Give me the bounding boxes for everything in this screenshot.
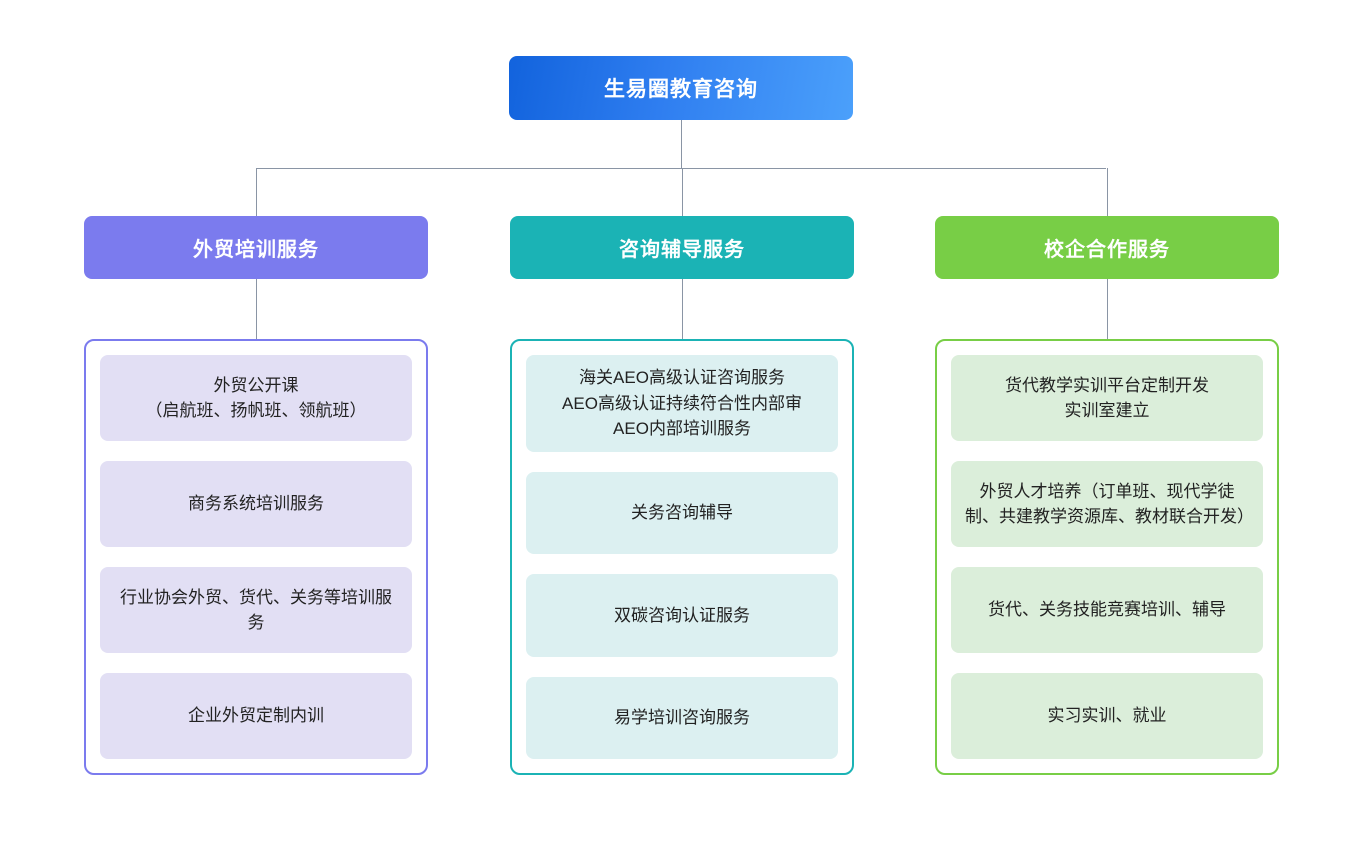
service-card[interactable]: 货代、关务技能竞赛培训、辅导: [951, 567, 1263, 653]
service-card[interactable]: 实习实训、就业: [951, 673, 1263, 759]
service-card[interactable]: 外贸公开课 （启航班、扬帆班、领航班）: [100, 355, 412, 441]
branch-header-1[interactable]: 咨询辅导服务: [510, 216, 854, 279]
branch-header-label-0: 外贸培训服务: [193, 239, 319, 261]
branch-header-label-1: 咨询辅导服务: [619, 239, 745, 261]
connector-bus-to-branch-1: [681, 167, 683, 217]
connector-root-stem: [680, 120, 682, 168]
branch-body-2: 货代教学实训平台定制开发 实训室建立 外贸人才培养（订单班、现代学徒制、共建教学…: [935, 339, 1279, 775]
branch-column-school-enterprise-cooperation: 校企合作服务 货代教学实训平台定制开发 实训室建立 外贸人才培养（订单班、现代学…: [935, 216, 1279, 775]
connector-header-to-body-2: [1106, 279, 1108, 339]
connector-bus-to-branch-0: [255, 167, 257, 217]
root-node-label: 生易圈教育咨询: [604, 78, 758, 101]
service-card[interactable]: 商务系统培训服务: [100, 461, 412, 547]
connector-header-to-body-0: [255, 279, 257, 339]
service-card[interactable]: 关务咨询辅导: [526, 471, 838, 554]
branch-header-label-2: 校企合作服务: [1044, 239, 1170, 261]
branch-column-consulting-guidance: 咨询辅导服务 海关AEO高级认证咨询服务 AEO高级认证持续符合性内部审 AEO…: [510, 216, 854, 775]
branch-header-0[interactable]: 外贸培训服务: [84, 216, 428, 279]
connector-header-to-body-1: [681, 279, 683, 339]
service-card[interactable]: 海关AEO高级认证咨询服务 AEO高级认证持续符合性内部审 AEO内部培训服务: [526, 355, 838, 452]
service-card[interactable]: 易学培训咨询服务: [526, 676, 838, 759]
branch-column-foreign-trade-training: 外贸培训服务 外贸公开课 （启航班、扬帆班、领航班） 商务系统培训服务 行业协会…: [84, 216, 428, 775]
service-card[interactable]: 企业外贸定制内训: [100, 673, 412, 759]
service-card[interactable]: 货代教学实训平台定制开发 实训室建立: [951, 355, 1263, 441]
branch-body-1: 海关AEO高级认证咨询服务 AEO高级认证持续符合性内部审 AEO内部培训服务 …: [510, 339, 854, 775]
service-card[interactable]: 外贸人才培养（订单班、现代学徒制、共建教学资源库、教材联合开发）: [951, 461, 1263, 547]
connector-horizontal-bus: [256, 167, 1106, 169]
root-node-education-consulting[interactable]: 生易圈教育咨询: [509, 56, 853, 120]
service-card[interactable]: 双碳咨询认证服务: [526, 574, 838, 657]
connector-bus-to-branch-2: [1106, 167, 1108, 217]
branch-header-2[interactable]: 校企合作服务: [935, 216, 1279, 279]
service-card[interactable]: 行业协会外贸、货代、关务等培训服务: [100, 567, 412, 653]
branch-body-0: 外贸公开课 （启航班、扬帆班、领航班） 商务系统培训服务 行业协会外贸、货代、关…: [84, 339, 428, 775]
